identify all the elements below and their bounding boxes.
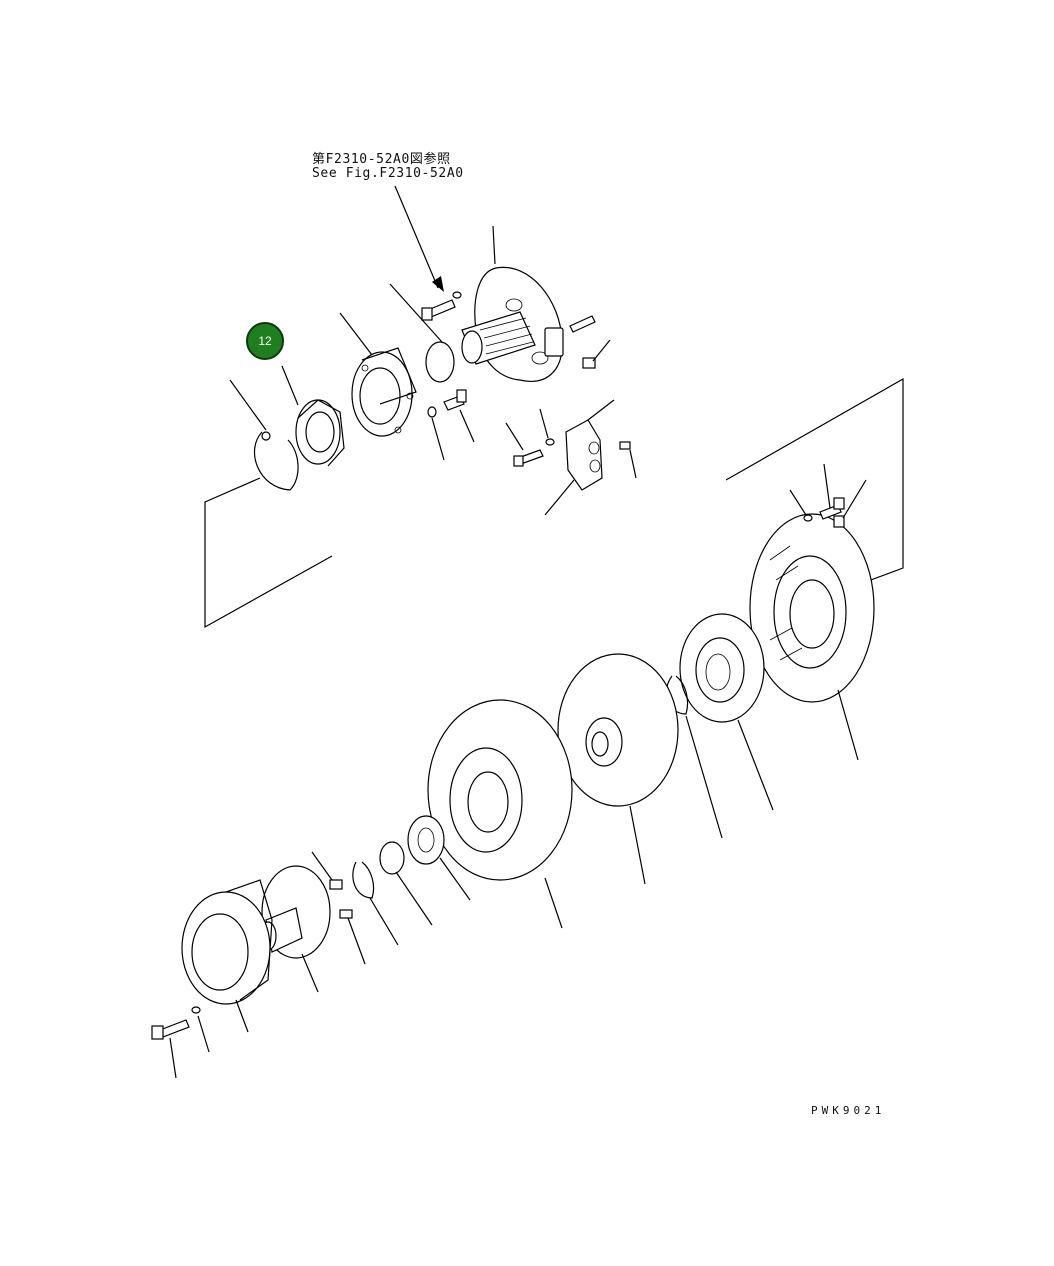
mounting-bolt xyxy=(151,1006,210,1079)
drive-hub xyxy=(259,865,331,993)
group-bracket-upper xyxy=(204,477,333,629)
snap-ring xyxy=(229,379,299,491)
reference-note-japanese: 第F2310-52A0図参照 xyxy=(312,152,451,167)
pump-housing xyxy=(461,225,564,382)
part-callout-12[interactable]: 12 xyxy=(246,322,284,360)
retaining-ring xyxy=(352,861,399,946)
pump-impeller xyxy=(557,653,679,885)
stator-housing xyxy=(749,513,875,761)
plug-bolt xyxy=(569,315,611,369)
turbine xyxy=(679,613,774,811)
carrier-bolt xyxy=(427,389,475,461)
reference-arrow xyxy=(394,185,444,292)
reference-note-english: See Fig.F2310-52A0 xyxy=(312,166,464,181)
stator-bolts xyxy=(789,463,867,528)
figure-code: PWK9021 xyxy=(811,1104,886,1117)
ring-gear xyxy=(181,879,273,1033)
pilot-snap-ring xyxy=(379,841,433,926)
pilot-gear xyxy=(407,815,471,901)
pump-block xyxy=(544,399,615,516)
group-bracket-right xyxy=(725,377,904,585)
bearing xyxy=(281,365,345,467)
front-cover xyxy=(427,699,573,929)
hub-bolts xyxy=(311,851,366,965)
pump-block-bolt xyxy=(505,408,637,479)
bearing-carrier xyxy=(339,312,417,437)
housing-bolt xyxy=(421,291,462,321)
o-ring xyxy=(389,283,455,383)
